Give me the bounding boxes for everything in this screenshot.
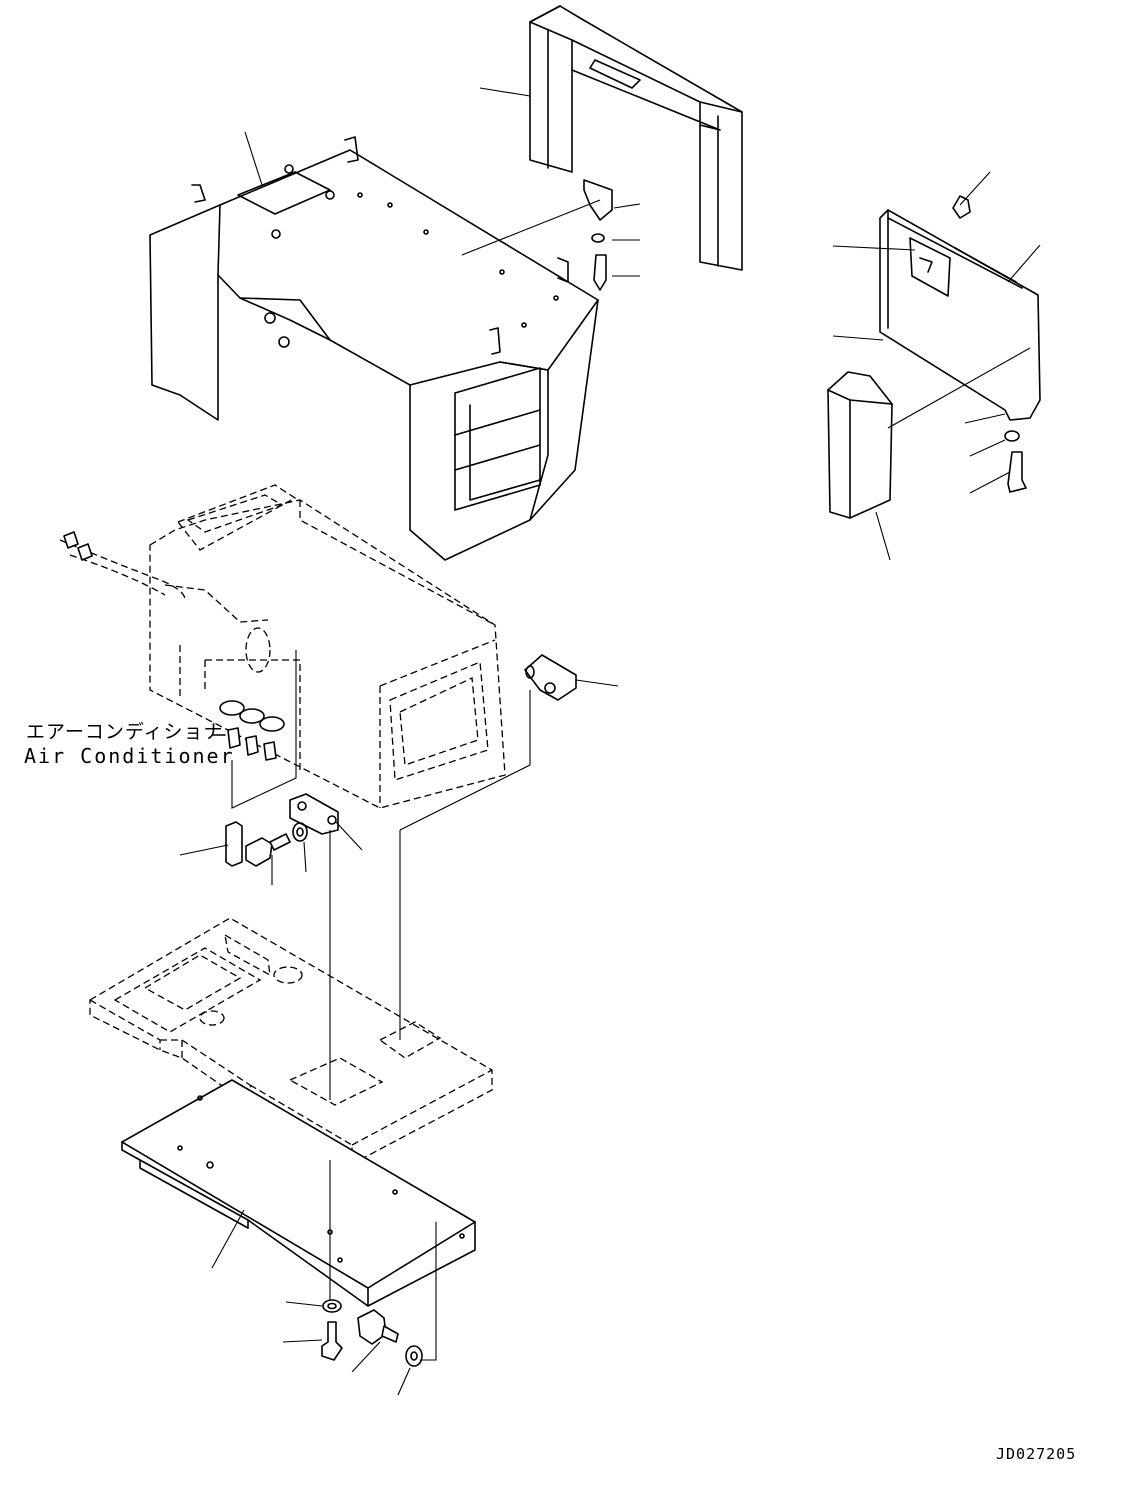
bolt-part-right (1004, 430, 1027, 493)
cover-pad-part (827, 371, 893, 519)
ac-connectors (219, 700, 285, 761)
side-panel-part (879, 195, 1041, 421)
leader-lines (179, 87, 1041, 1396)
bolt-part-bottom-mid (357, 1309, 399, 1345)
washer-part-bottom (322, 1299, 342, 1313)
bolt-part-bottom-left (321, 1321, 343, 1361)
washer-part-mid (292, 822, 308, 842)
air-conditioner-label-jp: エアーコンディショナ (26, 721, 224, 743)
pin-part (225, 821, 243, 867)
washer-part-bottom-right (405, 1345, 423, 1367)
floor-base-plate (121, 1079, 476, 1307)
assembly-lines (231, 199, 1031, 1361)
console-housing-part (149, 136, 599, 561)
bolt-part-mid (245, 833, 291, 867)
air-conditioner-label-en: Air Conditioner (24, 744, 235, 768)
frame-part (529, 5, 743, 271)
ac-bracket-lower (289, 793, 339, 835)
ac-bracket-right (524, 654, 577, 701)
air-conditioner-unit (59, 484, 506, 809)
drawing-code: JD027205 (996, 1445, 1077, 1463)
bracket-part-top (583, 179, 613, 291)
